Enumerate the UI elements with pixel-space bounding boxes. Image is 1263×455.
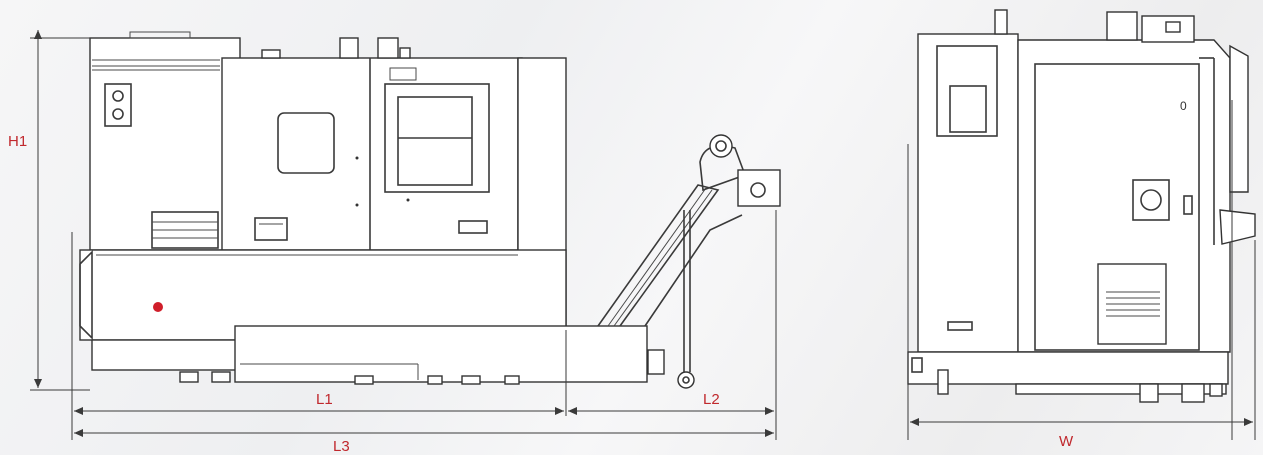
l1-label: L1 (316, 391, 333, 408)
side-view: 0 W (907, 9, 1256, 450)
control-knobs-panel (104, 83, 132, 127)
red-indicator-dot (153, 302, 163, 312)
machine-feet (179, 349, 665, 385)
door-latch (458, 220, 488, 234)
l2-label: L2 (703, 391, 720, 408)
w-label: W (1059, 433, 1074, 450)
headstock-cabinet (89, 37, 241, 251)
chip-conveyor (597, 134, 781, 389)
l3-label: L3 (333, 438, 350, 455)
operator-door (384, 83, 490, 193)
side-electrical-cabinet (917, 33, 1019, 353)
front-view: H1 L1 L2 L3 (8, 30, 781, 455)
h1-label: H1 (8, 133, 27, 150)
front-window (277, 112, 335, 174)
dimension-lines-front (30, 30, 777, 440)
handle-panel (254, 217, 288, 241)
coolant-tank (234, 325, 648, 383)
svg-text:0: 0 (1180, 99, 1187, 113)
